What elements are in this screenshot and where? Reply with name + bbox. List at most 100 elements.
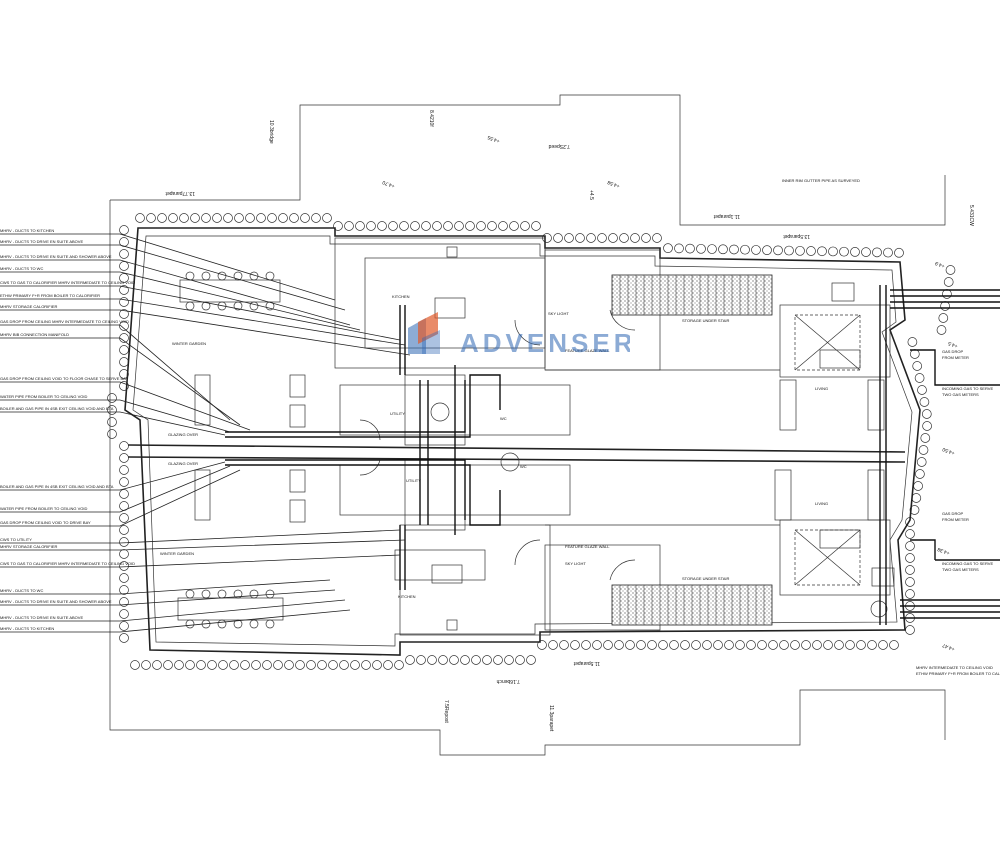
tree-icon: [905, 541, 915, 551]
tree-icon: [828, 246, 838, 257]
tree-icon: [201, 213, 211, 223]
level-1: +4.70: [382, 179, 396, 189]
tree-icon: [421, 221, 431, 231]
spot-levels: +4.70+4.55+4.58+4.5+4.9+4.5+4.50+4.38+4.…: [382, 134, 959, 652]
tree-icon: [311, 213, 321, 223]
right-note-3: INCOMING GAS TO SERVE: [942, 386, 993, 391]
watermark-logo: ADVENSER: [400, 308, 632, 364]
tree-icon: [405, 655, 415, 665]
tree-icon: [867, 640, 877, 650]
logo-mark-icon: ADVENSER: [408, 312, 632, 358]
hedge-bottom: [130, 640, 899, 670]
tree-icon: [564, 233, 574, 243]
tree-icon: [443, 221, 453, 231]
tree-icon: [905, 577, 915, 587]
tree-icon: [940, 301, 950, 311]
tree-icon: [377, 221, 387, 231]
tree-icon: [119, 561, 129, 571]
dim-8: 11.5parapet: [573, 660, 600, 666]
building-outline: [124, 227, 921, 656]
tree-icon: [234, 213, 244, 223]
level-8: +4.38: [937, 546, 951, 556]
right-note-6: MHRV INTERMEDIATE TO CEILING VOID: [916, 665, 993, 670]
tree-icon: [476, 221, 486, 231]
tree-icon: [289, 213, 299, 223]
tree-icon: [119, 465, 129, 475]
tree-icon: [465, 221, 475, 231]
tree-icon: [355, 221, 365, 231]
tree-icon: [135, 213, 145, 223]
tree-icon: [905, 625, 915, 635]
dim-1: 10.3bridge: [268, 120, 274, 144]
tree-icon: [915, 469, 925, 479]
room-label-feature-glaze-wall-2: FEATURE GLAZE WALL: [565, 544, 610, 549]
right-note-4-line2: FROM METER: [942, 517, 969, 522]
site-boundary-bottom: [109, 665, 946, 756]
tree-icon: [735, 640, 745, 650]
tree-icon: [936, 325, 947, 335]
tree-icon: [185, 660, 195, 670]
hedge-left: [107, 225, 129, 643]
tree-icon: [388, 221, 398, 231]
room-label-storage-under-stair-1: STORAGE UNDER STAIR: [682, 318, 730, 323]
right-note-2-line2: FROM METER: [942, 355, 969, 360]
boundary-dimensions: 10.3bridge8.4210f7.2Speed13.77parapet11.…: [165, 110, 974, 732]
tree-icon: [669, 640, 679, 650]
tree-icon: [223, 213, 233, 223]
room-label-feature-glaze-wall-1: FEATURE GLAZE WALL: [565, 348, 610, 353]
left-note-14: WATER PIPE FROM BOILER TO CEILING VOID: [0, 506, 88, 511]
tree-icon: [718, 244, 728, 255]
tree-icon: [119, 597, 129, 607]
room-label-glazing-over-1: GLAZING OVER: [168, 432, 198, 437]
tree-icon: [454, 221, 464, 231]
tree-icon: [267, 213, 277, 223]
tree-icon: [581, 640, 591, 650]
tree-icon: [647, 640, 657, 650]
right-note-1: INNER RIM GUTTER PIPE AS SURVEYED: [782, 178, 860, 183]
tree-icon: [680, 640, 690, 650]
tree-icon: [240, 660, 250, 670]
tree-icon: [806, 246, 816, 256]
tree-icon: [119, 477, 129, 487]
tree-icon: [894, 247, 904, 258]
tree-icon: [713, 640, 723, 650]
tree-icon: [729, 244, 739, 255]
tree-icon: [179, 213, 189, 223]
tree-icon: [152, 660, 162, 670]
left-note-21: MHRV - DUCTS TO DRIVE EN SUITE ABOVE: [0, 615, 83, 620]
tree-icon: [724, 640, 734, 650]
tree-icon: [449, 655, 459, 665]
level-5: +4.9: [934, 260, 946, 269]
tree-icon: [146, 213, 156, 223]
tree-icon: [119, 585, 129, 595]
tree-icon: [784, 245, 794, 256]
tree-icon: [119, 249, 129, 259]
tree-icon: [119, 537, 129, 547]
tree-icon: [251, 660, 261, 670]
tree-icon: [350, 660, 360, 670]
tree-icon: [432, 221, 442, 231]
tree-icon: [119, 285, 129, 295]
tree-icon: [218, 660, 228, 670]
left-note-7: MHRV STORAGE CALORIFIER: [0, 304, 58, 309]
tree-icon: [834, 640, 844, 650]
tree-icon: [119, 309, 129, 319]
tree-icon: [119, 297, 129, 307]
tree-icon: [641, 233, 651, 243]
tree-icon: [416, 655, 426, 665]
left-note-2: MHRV - DUCTS TO DRIVE EN SUITE ABOVE: [0, 239, 83, 244]
hedge-top: [135, 213, 904, 258]
tree-icon: [295, 660, 305, 670]
level-4: +4.5: [588, 190, 594, 200]
tree-icon: [658, 640, 668, 650]
tree-icon: [553, 233, 563, 243]
tree-icon: [119, 345, 129, 355]
level-9: +4.47: [942, 642, 956, 652]
tree-icon: [878, 640, 888, 650]
tree-icon: [795, 245, 805, 256]
tree-icon: [537, 640, 547, 650]
right-note-5: INCOMING GAS TO SERVE: [942, 561, 993, 566]
tree-icon: [487, 221, 497, 231]
